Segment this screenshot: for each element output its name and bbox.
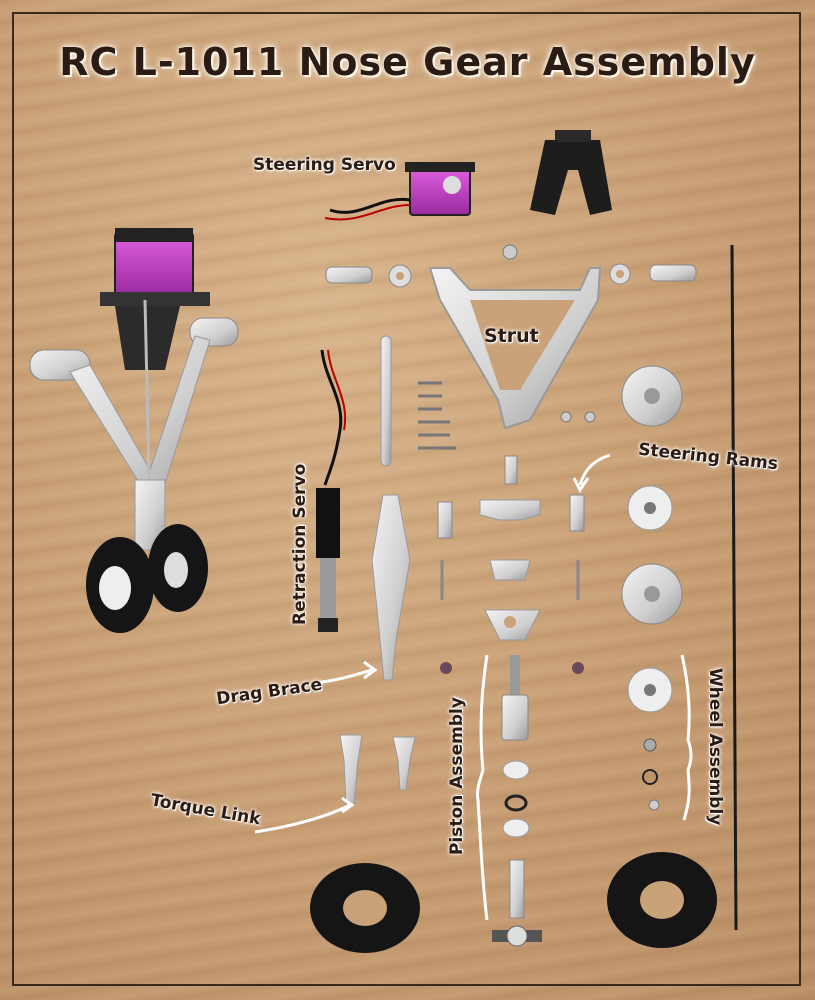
assembled-gear [29,228,239,633]
steering-servo-part [324,162,475,221]
drag-brace-part [371,335,411,681]
annotation-arrows [254,453,693,921]
wheel-hubs [621,365,683,811]
page-title: RC L-1011 Nose Gear Assembly [59,40,756,84]
piston-part [440,655,584,947]
small-pins [418,381,456,450]
label-retraction-servo: Retraction Servo [290,463,310,625]
mount-bracket-part [530,130,612,215]
strut-part [428,267,602,430]
steering-ram-parts [437,411,596,641]
pins-row [325,244,697,288]
tires [310,852,717,953]
label-piston-assembly: Piston Assembly [447,697,467,855]
label-strut: Strut [484,325,539,347]
retraction-servo-part [316,349,347,632]
long-rod [730,244,738,931]
label-steering-servo: Steering Servo [253,155,396,175]
border-frame [12,12,801,986]
label-wheel-assembly: Wheel Assembly [705,668,725,826]
torque-link-part [339,734,416,806]
